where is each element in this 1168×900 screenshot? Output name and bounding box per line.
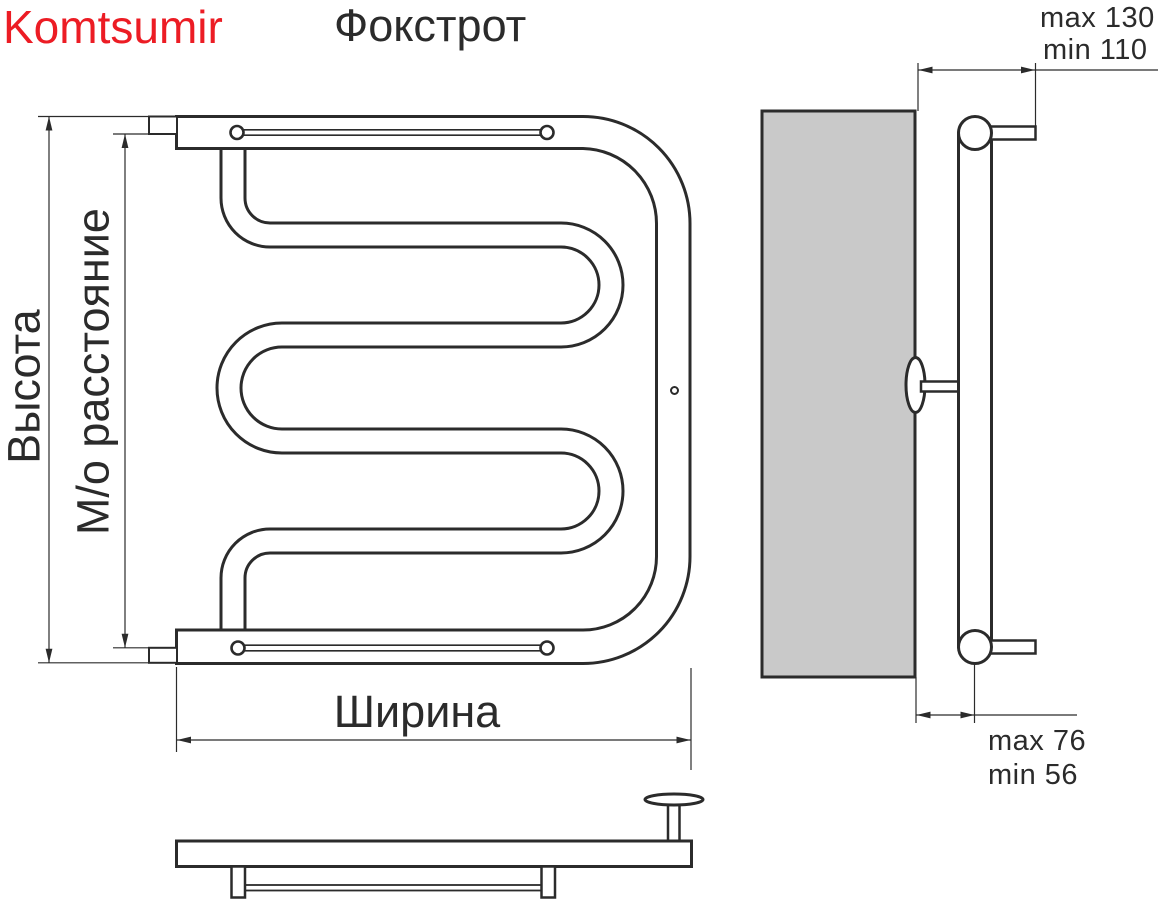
height-dimension-label: Высота — [0, 309, 50, 464]
side-view — [760, 63, 1158, 723]
top-connection-stub — [148, 115, 178, 135]
towel-rail-frame — [175, 115, 692, 665]
wall-offset-bottom-max-label: max 76 — [988, 725, 1087, 757]
front-view — [38, 115, 692, 770]
axial-dimension — [113, 133, 177, 649]
serpentine-coil — [215, 147, 625, 632]
wall-bracket — [904, 356, 962, 414]
side-pipe — [957, 115, 1037, 665]
brand-logo: Komtsumir — [3, 1, 223, 53]
wall-offset-top-dimension — [917, 63, 1158, 128]
width-dimension-label: Ширина — [333, 686, 501, 737]
wall — [760, 109, 917, 679]
width-dimension — [175, 667, 692, 770]
wall-offset-bottom-dimension — [915, 664, 1077, 723]
top-view-rail-post-right — [540, 865, 557, 899]
top-hanger-rail — [229, 124, 555, 141]
top-view-bar — [175, 839, 693, 868]
wall-offset-top-max-label: max 130 — [1040, 2, 1155, 34]
bottom-hanger-rail — [230, 640, 555, 656]
top-view — [175, 792, 705, 899]
top-view-rail — [239, 884, 551, 892]
top-view-rail-post-left — [230, 865, 247, 899]
axial-dimension-label: М/о расстояние — [67, 208, 119, 536]
wall-offset-top-min-label: min 110 — [1043, 34, 1148, 66]
top-view-bracket — [643, 792, 705, 844]
height-dimension — [38, 115, 177, 664]
air-vent-hole — [670, 386, 679, 395]
model-title: Фокстрот — [334, 0, 527, 51]
bottom-connection-stub — [148, 646, 178, 664]
wall-offset-bottom-min-label: min 56 — [988, 759, 1079, 791]
